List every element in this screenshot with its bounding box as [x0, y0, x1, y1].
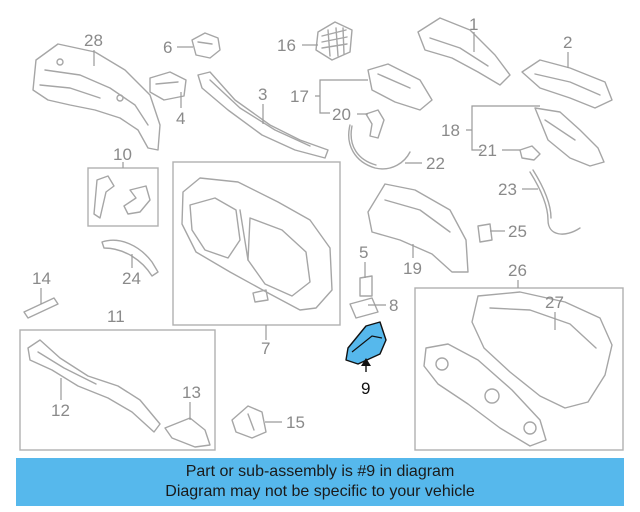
frame-part-11: [19, 329, 216, 451]
callout-5: 5: [359, 243, 368, 262]
frame-part-7: [172, 161, 341, 326]
part-19-drawing: [367, 183, 469, 273]
callout-1: 1: [469, 15, 478, 34]
callout-2: 2: [563, 33, 572, 52]
callout-8: 8: [389, 296, 398, 315]
callout-26: 26: [508, 261, 527, 280]
part-28-drawing: [32, 43, 161, 151]
callout-10: 10: [113, 145, 132, 164]
callout-7: 7: [261, 339, 270, 358]
part-4-drawing: [149, 71, 187, 101]
frame-part-26: [414, 287, 624, 451]
part-2-drawing: [521, 59, 613, 109]
leader-17: [315, 79, 368, 114]
part-5-drawing: [359, 275, 373, 297]
callout-6: 6: [163, 38, 172, 57]
part-22-drawing: [348, 124, 411, 170]
callout-11: 11: [107, 307, 125, 326]
callout-18: 18: [441, 121, 460, 140]
part-21-drawing: [519, 145, 541, 161]
part-17-drawing: [367, 63, 433, 111]
callout-3: 3: [258, 85, 267, 104]
part-8-drawing: [349, 297, 379, 319]
callout-28: 28: [84, 31, 103, 50]
part-15-drawing: [231, 405, 267, 439]
part-23-drawing: [529, 169, 581, 235]
part-24-drawing: [101, 239, 159, 277]
part-9-drawing[interactable]: [345, 321, 387, 365]
part-20-drawing: [365, 109, 385, 139]
callout-19: 19: [403, 259, 422, 278]
callout-24: 24: [122, 269, 141, 288]
callout-14: 14: [32, 269, 51, 288]
info-banner: Part or sub-assembly is #9 in diagram Di…: [16, 458, 624, 506]
part-7-drawing: [181, 177, 333, 311]
callout-23: 23: [498, 180, 517, 199]
part-16-drawing: [315, 21, 353, 61]
callout-20: 20: [332, 105, 351, 124]
part-1-drawing: [417, 17, 511, 86]
callout-25: 25: [508, 222, 527, 241]
part-3-drawing: [197, 71, 329, 159]
parts-diagram: 28 6 16 1 2 4 3 17 20 18 21 22 10 23 25 …: [19, 15, 624, 451]
banner-line-1: Part or sub-assembly is #9 in diagram: [185, 463, 455, 480]
part-10-drawing: [93, 175, 151, 219]
part-6-drawing: [191, 32, 221, 59]
callout-22: 22: [426, 154, 445, 173]
callout-4: 4: [176, 109, 185, 128]
callout-9[interactable]: 9: [361, 379, 370, 398]
part-25-drawing: [477, 223, 493, 243]
part-26-drawing: [423, 291, 613, 447]
callout-15: 15: [286, 413, 305, 432]
part-18-drawing: [534, 107, 605, 167]
part-13-drawing: [164, 417, 211, 448]
callout-17: 17: [290, 87, 309, 106]
part-12-drawing: [27, 339, 161, 433]
part-14-drawing: [23, 297, 59, 319]
callout-21: 21: [478, 141, 497, 160]
callout-27: 27: [545, 293, 564, 312]
callout-12: 12: [51, 401, 70, 420]
banner-line-2: Diagram may not be specific to your vehi…: [165, 483, 475, 500]
leader-9-arrowhead: [361, 358, 371, 366]
callout-13: 13: [182, 383, 201, 402]
leader-18: [466, 105, 540, 151]
callout-16: 16: [277, 36, 296, 55]
